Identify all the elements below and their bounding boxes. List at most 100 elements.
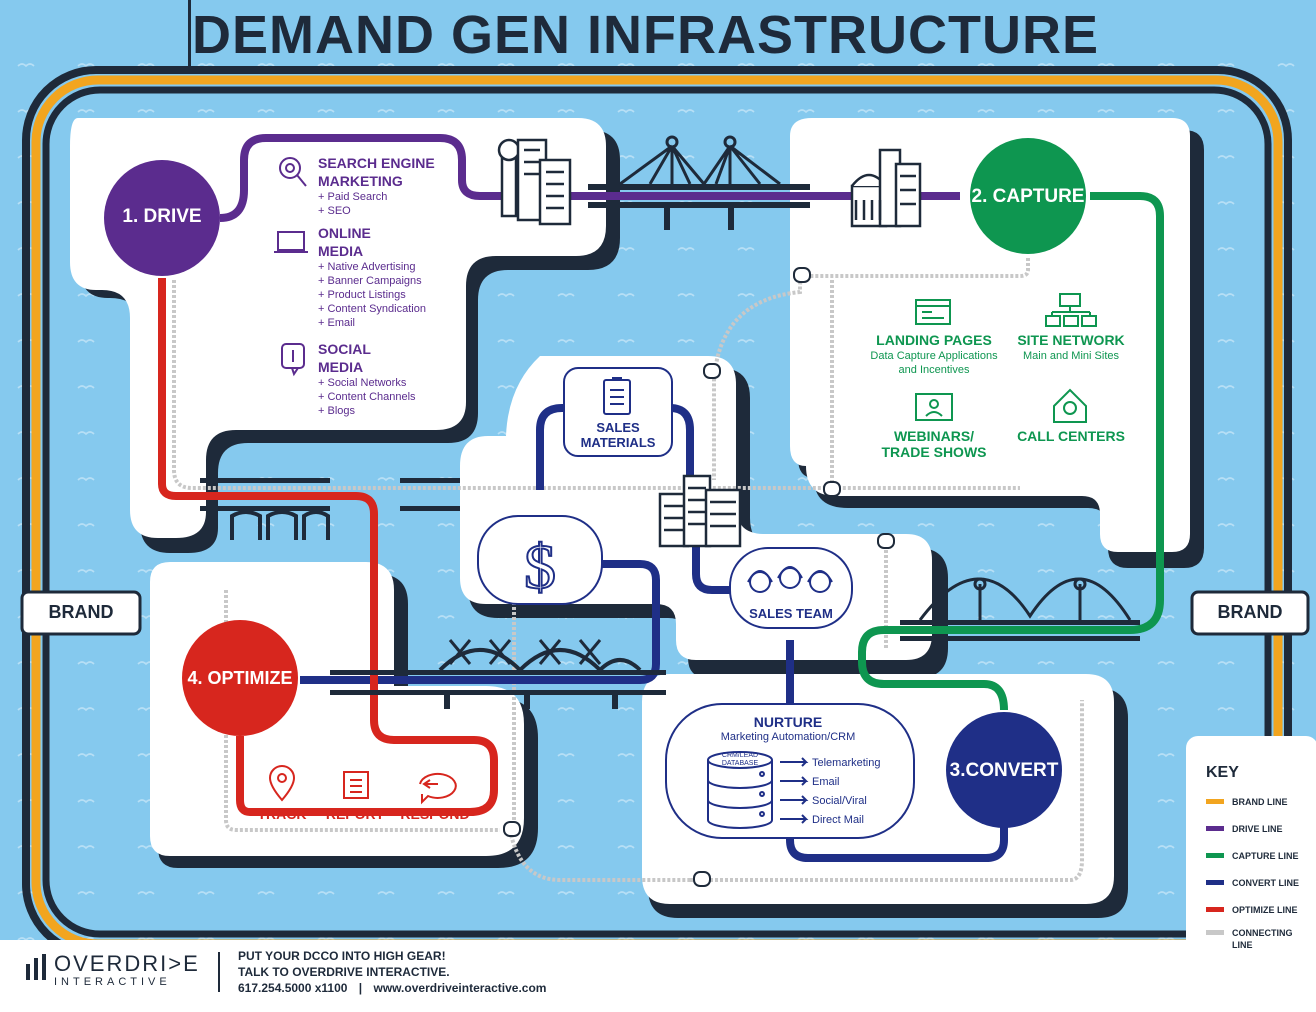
online-item: + Email [318, 317, 355, 329]
key-item: CAPTURE LINE [1206, 842, 1316, 869]
logo-subtitle: INTERACTIVE [54, 976, 171, 988]
online-item: + Native Advertising [318, 261, 416, 273]
monitor-icon [274, 231, 308, 253]
nurture-channel: Direct Mail [812, 814, 864, 826]
city-buildings-center [658, 474, 742, 548]
online-title-2: MEDIA [318, 243, 364, 259]
social-item: + Social Networks [318, 377, 407, 389]
sem-item: + SEO [318, 205, 351, 217]
key-label: BRAND LINE [1232, 796, 1288, 807]
station-optimize-circle [182, 620, 298, 736]
footer-contact: 617.254.5000 x1100 | www.overdriveintera… [238, 980, 546, 996]
site-network-icon [1045, 293, 1097, 327]
key-swatch-brand [1206, 799, 1224, 804]
key-swatch-optimize [1206, 907, 1224, 912]
station-optimize-label: 4. OPTIMIZE [187, 668, 293, 688]
key-item: CONVERT LINE [1206, 869, 1316, 896]
landing-sub: Data Capture Applications [870, 350, 998, 362]
key-label-line: CONNECTING [1232, 928, 1293, 938]
key-label-line: LINE [1232, 940, 1253, 950]
respond-icon [419, 772, 457, 805]
footer-website-link[interactable]: www.overdriveinteractive.com [373, 981, 547, 995]
online-item: + Banner Campaigns [318, 275, 422, 287]
footer-phone: 617.254.5000 x1100 [238, 981, 348, 995]
footer-line-1: PUT YOUR DCCO INTO HIGH GEAR! [238, 949, 446, 963]
key-label: CONVERT LINE [1232, 877, 1300, 888]
footer-separator: | [358, 981, 363, 995]
optimize-line [158, 278, 498, 816]
site-sub: Main and Mini Sites [1023, 350, 1119, 362]
social-item: + Blogs [318, 405, 355, 417]
headset-team-icon [747, 566, 833, 593]
station-capture-label: 2. CAPTURE [971, 186, 1085, 207]
bridge-middle [330, 639, 666, 709]
nurture-channel: Social/Viral [812, 795, 867, 807]
key-label: DRIVE LINE [1232, 823, 1283, 834]
key-item: BRAND LINE [1206, 788, 1316, 815]
db-label-line: CRM/LEAD [721, 752, 759, 759]
webinars: WEBINARS/ TRADE SHOWS [866, 428, 1002, 460]
call-centers: CALL CENTERS [1017, 428, 1125, 444]
brand-box-left [20, 590, 142, 636]
bridge-top [588, 135, 810, 230]
nurture-channel-list: Telemarketing Email Social/Viral Direct … [812, 754, 880, 830]
sem-title-1: SEARCH ENGINE [318, 155, 435, 171]
nurture-channel: Telemarketing [812, 757, 881, 769]
sales-materials-label: SALES MATERIALS [564, 420, 672, 450]
tunnel-markers [503, 267, 895, 887]
webinar-icon [915, 393, 953, 421]
key-swatch-drive [1206, 826, 1224, 831]
sales-money-box [477, 515, 603, 605]
key-swatch-capture [1206, 853, 1224, 858]
sem-title-2: MARKETING [318, 173, 403, 189]
online-item: + Product Listings [318, 289, 406, 301]
online-media-details: ONLINE MEDIA + Native Advertising + Bann… [318, 224, 426, 330]
key-title: KEY [1206, 764, 1239, 781]
footer-line-2: TALK TO OVERDRIVE INTERACTIVE. [238, 965, 450, 979]
convert-line [300, 404, 1008, 862]
database-icon [707, 751, 773, 829]
station-convert-label: 3.CONVERT [949, 760, 1059, 781]
page-title: DEMAND GEN INFRASTRUCTURE [192, 5, 1099, 65]
webinar-title: TRADE SHOWS [881, 444, 987, 460]
footer-logo: OVERDRI>E INTERACTIVE [54, 951, 200, 989]
key-item: DRIVE LINE [1206, 815, 1316, 842]
search-icon [279, 157, 307, 187]
report-label: REPORT [325, 806, 385, 822]
key-swatch-convert [1206, 880, 1224, 885]
online-title-1: ONLINE [318, 225, 371, 241]
nurture-arrows [780, 757, 809, 824]
brand-label-right: BRAND [1217, 602, 1283, 622]
call-center-icon [1053, 388, 1087, 423]
track-label: TRACK [257, 806, 307, 822]
social-item: + Content Channels [318, 391, 416, 403]
key-label: CAPTURE LINE [1232, 850, 1299, 861]
site-network: SITE NETWORK Main and Mini Sites [1010, 332, 1132, 363]
landing-page-icon [915, 299, 951, 325]
nurture-title: NURTURE [753, 714, 823, 730]
dollar-icon: $ [523, 530, 557, 603]
key-item: CONNECTING LINE [1206, 923, 1316, 957]
station-drive-circle [104, 160, 220, 276]
brand-box-right [1190, 590, 1310, 636]
nurture-db-label: CRM/LEAD DATABASE [710, 752, 770, 768]
db-label-line: DATABASE [721, 760, 759, 767]
city-buildings-left [497, 138, 572, 226]
footer-text: PUT YOUR DCCO INTO HIGH GEAR! TALK TO OV… [238, 948, 546, 996]
sem-item: + Paid Search [318, 191, 388, 203]
key-label: OPTIMIZE LINE [1232, 904, 1298, 915]
chat-bubble-icon [281, 343, 305, 377]
sales-team-label: SALES TEAM [749, 606, 833, 621]
logo-wordmark: OVERDRI>E [54, 951, 200, 976]
bridge-right [900, 577, 1140, 641]
sales-materials-box [563, 367, 673, 457]
social-media-details: SOCIAL MEDIA + Social Networks + Content… [318, 340, 416, 418]
respond-label: RESPOND [400, 806, 470, 822]
sales-materials-line: SALES [596, 420, 640, 435]
nurture-channel: Email [812, 776, 840, 788]
landing-title: LANDING PAGES [876, 332, 992, 348]
bridge-left [200, 478, 460, 540]
drive-line [219, 134, 960, 222]
